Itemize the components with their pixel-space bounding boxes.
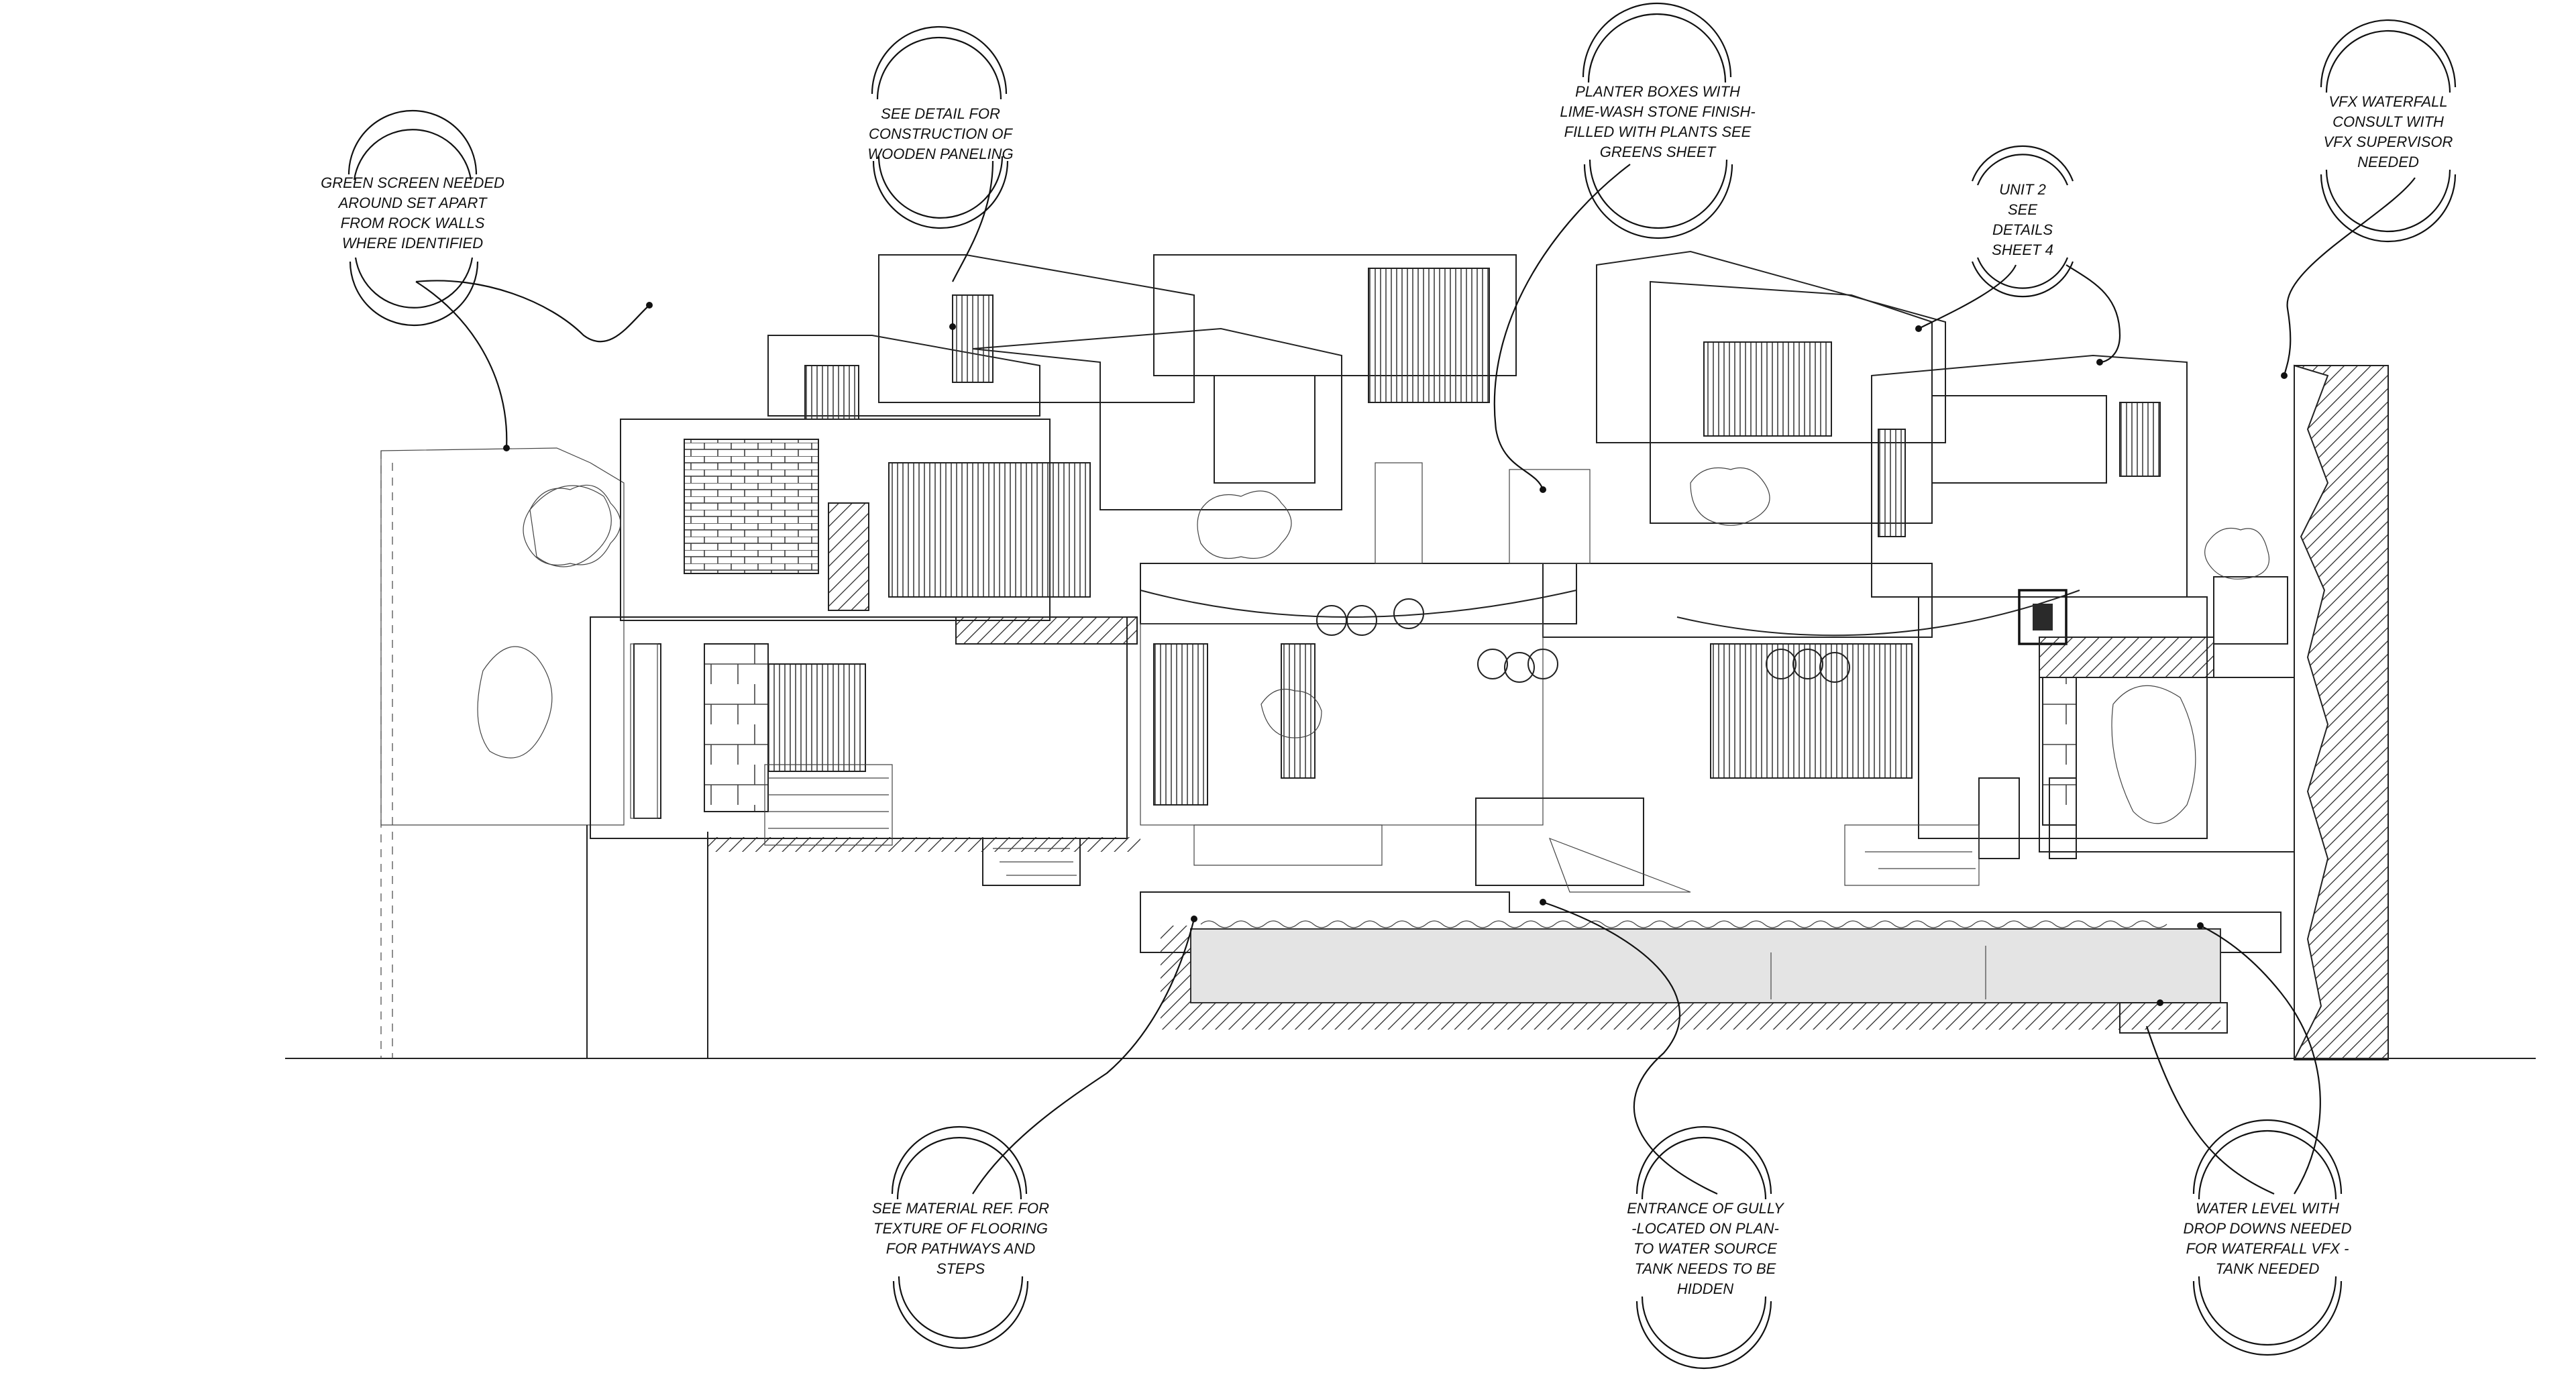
annotation-line: GREENS SHEET <box>1599 144 1716 160</box>
annotation-line: SEE <box>2007 201 2038 218</box>
middle-courtyard <box>1140 462 2295 893</box>
annotation-line: WHERE IDENTIFIED <box>341 235 484 252</box>
annotation-line: FILLED WITH PLANTS SEE <box>1564 123 1752 140</box>
annotation-line: -LOCATED ON PLAN- <box>1631 1220 1779 1237</box>
annotation-line: GREEN SCREEN NEEDED <box>321 174 504 191</box>
annotation-line: LIME-WASH STONE FINISH- <box>1560 103 1756 120</box>
annotation-vfx-waterfall: VFX WATERFALL CONSULT WITH VFX SUPERVISO… <box>2324 92 2453 172</box>
annotation-line: WATER LEVEL WITH <box>2196 1200 2339 1217</box>
upper-roof-units <box>767 250 2188 598</box>
annotation-line: UNIT 2 <box>1999 181 2046 198</box>
annotation-planter-boxes: PLANTER BOXES WITH LIME-WASH STONE FINIS… <box>1560 82 1755 162</box>
left-building-block <box>590 419 1140 886</box>
annotation-unit-2: UNIT 2 SEE DETAILS SHEET 4 <box>1992 180 2053 260</box>
annotation-line: SEE MATERIAL REF. FOR <box>871 1200 1050 1217</box>
annotation-line: SHEET 4 <box>1992 241 2053 258</box>
annotation-wooden-paneling: SEE DETAIL FOR CONSTRUCTION OF WOODEN PA… <box>867 104 1013 164</box>
annotation-line: DETAILS <box>1992 221 2053 238</box>
annotation-line: TO WATER SOURCE <box>1633 1240 1777 1257</box>
annotation-green-screen: GREEN SCREEN NEEDED AROUND SET APART FRO… <box>321 173 504 254</box>
right-cliff-wall <box>2111 364 2389 1060</box>
annotation-line: SEE DETAIL FOR <box>881 105 1000 122</box>
water-tank <box>1140 891 2282 1034</box>
annotation-line: FROM ROCK WALLS <box>340 215 485 231</box>
annotation-line: FOR WATERFALL VFX - <box>2186 1240 2349 1257</box>
annotation-line: WOODEN PANELING <box>867 146 1014 162</box>
annotation-line: PLANTER BOXES WITH <box>1575 83 1740 100</box>
trees <box>523 467 2270 738</box>
annotation-bubbles <box>347 2 2457 1370</box>
annotation-material-ref: SEE MATERIAL REF. FOR TEXTURE OF FLOORIN… <box>872 1199 1049 1279</box>
annotation-line: TANK NEEDS TO BE <box>1634 1260 1776 1277</box>
annotation-line: FOR PATHWAYS AND <box>885 1240 1036 1257</box>
annotation-line: CONSTRUCTION OF <box>869 125 1012 142</box>
annotation-line: STEPS <box>936 1260 985 1277</box>
left-lower-block <box>630 643 893 846</box>
annotation-line: DROP DOWNS NEEDED <box>2183 1220 2352 1237</box>
annotation-line: VFX SUPERVISOR <box>2323 133 2453 150</box>
annotation-line: VFX WATERFALL <box>2328 93 2448 110</box>
annotation-line: HIDDEN <box>1676 1280 1734 1297</box>
annotation-line: AROUND SET APART <box>338 195 487 211</box>
annotation-line: TANK NEEDED <box>2215 1260 2320 1277</box>
left-rock-wall <box>380 447 708 1058</box>
annotation-water-level: WATER LEVEL WITH DROP DOWNS NEEDED FOR W… <box>2184 1199 2352 1279</box>
annotation-gully-entrance: ENTRANCE OF GULLY -LOCATED ON PLAN- TO W… <box>1627 1199 1784 1299</box>
leader-lines <box>415 160 2416 1195</box>
annotation-line: ENTRANCE OF GULLY <box>1627 1200 1784 1217</box>
annotation-line: TEXTURE OF FLOORING <box>873 1220 1048 1237</box>
pendant-lights <box>1316 598 1850 683</box>
annotation-line: NEEDED <box>2357 154 2419 170</box>
annotation-line: CONSULT WITH <box>2332 113 2444 130</box>
